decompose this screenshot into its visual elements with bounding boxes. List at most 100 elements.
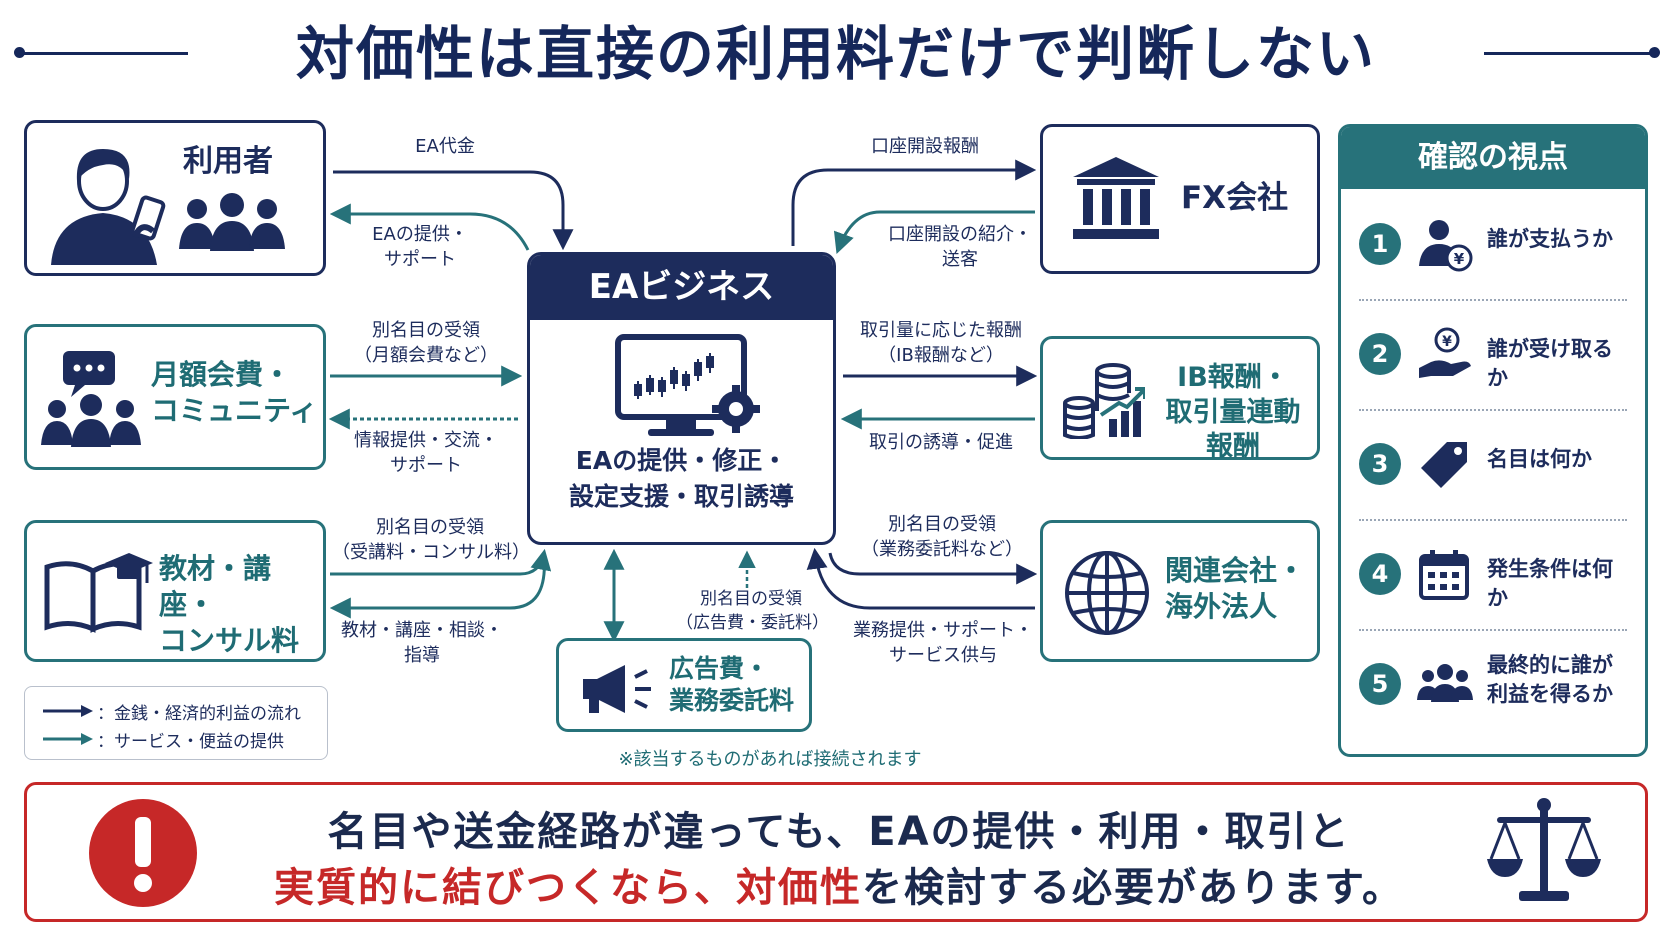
edge-label-related-in-line1: 別名目の受領 (888, 514, 996, 535)
arrow-center-to-course (329, 555, 546, 619)
node-ib: IB報酬・ 取引量連動報酬 (1040, 336, 1320, 462)
title-dot-right (1649, 47, 1660, 58)
checklist-item-1: 1 ¥ 誰が支払うか (1359, 191, 1627, 295)
edge-label-related-out-line1: 業務提供・サポート・ (853, 620, 1033, 641)
node-monthly-community: 月額会費・ コミュニティ (24, 324, 326, 470)
svg-text:¥: ¥ (1442, 334, 1452, 350)
monitor-chart-gear-icon (615, 334, 760, 436)
hand-coin-icon: ¥ (1419, 327, 1471, 378)
checklist-divider (1359, 519, 1627, 521)
scales-icon (1487, 798, 1601, 901)
svg-text:¥: ¥ (1454, 250, 1465, 268)
checklist-text-line2: 利益を得るか (1487, 682, 1613, 707)
checklist-text: 発生条件は何か (1487, 557, 1613, 611)
checklist-text: 名目は何か (1487, 447, 1592, 471)
book-graduation-icon (44, 553, 153, 633)
edge-label-related-in: 別名目の受領 （業務委託料など） (852, 512, 1032, 562)
edge-label-course-out: 教材・講座・相談・ 指導 (332, 618, 512, 668)
warning-box: 名目や送金経路が違っても、EAの提供・利用・取引と 実質的に結びつくなら、対価性… (24, 782, 1648, 922)
edge-label-ib-in-line1: 取引量に応じた報酬 (860, 320, 1022, 341)
arrow-center-to-related (828, 552, 1038, 585)
warning-line2: 実質的に結びつくなら、対価性を検討する必要があります。 (27, 855, 1651, 913)
node-ad-label-line2: 業務委託料 (669, 686, 795, 715)
edge-label-monthly-in-line1: 別名目の受領 (372, 320, 480, 341)
checklist-divider (1359, 629, 1627, 631)
edge-label-center-to-fx: 口座開設報酬 (871, 136, 979, 157)
checklist-number: 5 (1359, 663, 1401, 705)
node-course: 教材・講座・ コンサル料 (24, 520, 326, 662)
checklist-item-5: 5 最終的に誰が 利益を得るか (1359, 631, 1627, 735)
edge-label-course-out-line2: 指導 (404, 645, 440, 667)
legend-money-label: ：金銭・経済的利益の流れ (97, 704, 301, 724)
checklist-text: 最終的に誰が 利益を得るか (1487, 651, 1613, 710)
globe-icon (1065, 551, 1149, 635)
edge-label-fx-to-center-line1: 口座開設の紹介・ (888, 224, 1032, 245)
node-fx: FX会社 (1040, 124, 1320, 274)
node-monthly-label: 月額会費・ コミュニティ (151, 357, 317, 429)
warning-line2-red1: 実質的に結びつくなら、 (274, 865, 736, 911)
megaphone-icon (583, 665, 651, 713)
edge-label-course-in-line2: （受講料・コンサル料） (332, 542, 530, 564)
checklist-heading: 確認の視点 (1341, 127, 1645, 189)
node-ad-label: 広告費・ 業務委託料 (669, 653, 794, 717)
edge-label-related-out-line2: サービス供与 (889, 645, 997, 667)
community-chat-icon (41, 351, 141, 447)
edge-label-related-out: 業務提供・サポート・ サービス供与 (848, 618, 1038, 668)
node-ib-label: IB報酬・ 取引量連動報酬 (1153, 361, 1313, 465)
checklist-text: 誰が受け取るか (1487, 337, 1613, 391)
checklist-item-2: 2 ¥ 誰が受け取るか (1359, 301, 1627, 405)
title-dot-left (14, 47, 25, 58)
title-rule-left (20, 52, 188, 55)
node-ad-label-line1: 広告費・ (669, 654, 770, 683)
node-related: 関連会社・ 海外法人 (1040, 520, 1320, 662)
node-ad: 広告費・ 業務委託料 (556, 638, 812, 732)
edge-label-monthly-out: 情報提供・交流・ サポート (336, 428, 516, 478)
title-rule-right (1484, 52, 1652, 55)
checklist-number: 3 (1359, 443, 1401, 485)
edge-label-monthly-in-line2: （月額会費など） (354, 345, 498, 367)
center-body: EAの提供・修正・ 設定支援・取引誘導 (530, 443, 833, 516)
node-related-label-line2: 海外法人 (1165, 589, 1278, 623)
edge-label-ib-out: 取引の誘導・促進 (869, 432, 1013, 453)
node-related-label-line1: 関連会社・ (1165, 554, 1306, 587)
legend-service-label: ：サービス・便益の提供 (97, 732, 284, 752)
person-yen-icon: ¥ (1419, 220, 1473, 272)
node-user: 利用者 (24, 120, 326, 276)
edge-label-ad-in-line1: 別名目の受領 (700, 589, 802, 609)
checklist-item-3: 3 名目は何か (1359, 411, 1627, 515)
edge-label-course-in-line1: 別名目の受領 (376, 517, 484, 538)
edge-label-center-to-user: EAの提供・ サポート (340, 222, 500, 272)
arrow-fx-to-center (833, 210, 1035, 254)
edge-label-ad-in-line2: （広告費・委託料） (676, 612, 829, 633)
edge-label-fx-to-center-line2: 送客 (942, 249, 978, 271)
edge-label-monthly-out-line1: 情報提供・交流・ (354, 430, 498, 451)
coins-growth-icon (1063, 363, 1145, 439)
edge-label-center-to-user-line1: EAの提供・ (372, 224, 468, 245)
tag-icon (1421, 442, 1467, 488)
node-fx-label: FX会社 (1181, 180, 1289, 216)
checklist-text: 誰が支払うか (1487, 227, 1613, 251)
bank-icon (1073, 157, 1159, 239)
checklist-number: 4 (1359, 553, 1401, 595)
node-monthly-label-line1: 月額会費・ (151, 358, 292, 391)
user-with-phone-icon (51, 149, 166, 265)
center-body-line1: EAの提供・修正・ (575, 446, 788, 475)
warning-line2-rest: を検討する必要があります。 (862, 865, 1404, 911)
checklist-number: 1 (1359, 223, 1401, 265)
edge-label-user-to-center: EA代金 (415, 136, 475, 157)
node-course-label-line1: 教材・講座・ (159, 552, 272, 621)
arrow-user-to-center (333, 170, 574, 251)
edge-label-ib-in-line2: （IB報酬など） (878, 345, 1004, 367)
checklist-divider (1359, 299, 1627, 301)
warning-line1: 名目や送金経路が違っても、EAの提供・利用・取引と (327, 809, 1351, 855)
checklist-item-4: 4 発生条件は何か (1359, 521, 1627, 625)
checklist-panel: 確認の視点 1 ¥ 誰が支払うか 2 ¥ 誰が受け取るか 3 名目は何か 4 (1338, 124, 1648, 757)
legend-swatches (43, 705, 93, 745)
edge-label-related-in-line2: （業務委託料など） (861, 539, 1023, 561)
group-icon (1417, 664, 1473, 702)
node-ib-label-line2: 取引量連動報酬 (1165, 396, 1301, 463)
center-heading: EAビジネス (530, 255, 833, 320)
edge-label-course-out-line1: 教材・講座・相談・ (341, 620, 503, 641)
node-course-label: 教材・講座・ コンサル料 (159, 551, 323, 658)
